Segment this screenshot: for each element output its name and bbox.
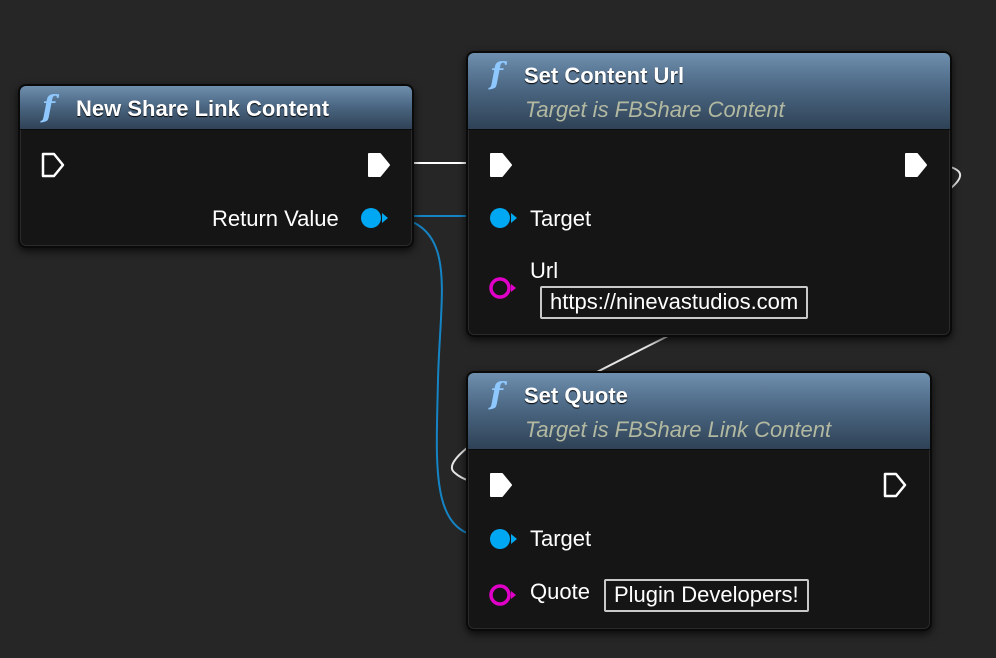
target-pin-icon[interactable] [488, 206, 520, 230]
node-subtitle: Target is FBShare Link Content [525, 417, 832, 442]
target-label: Target [530, 526, 592, 551]
node-title: Set Content Url [524, 63, 685, 88]
object-wire-2[interactable] [384, 215, 489, 538]
exec-in-pin-icon[interactable] [488, 472, 514, 498]
function-icon: f [42, 90, 55, 125]
node-title: Set Quote [524, 383, 628, 408]
url-input[interactable]: https://ninevastudios.com [540, 286, 809, 319]
quote-input[interactable]: Plugin Developers! [604, 579, 809, 612]
node-subtitle: Target is FBShare Content [525, 97, 785, 122]
quote-label: Quote [530, 579, 590, 604]
node-title: New Share Link Content [76, 96, 330, 121]
node-set-content-url[interactable]: f Set Content Url Target is FBShare Cont… [466, 51, 952, 337]
target-label: Target [530, 206, 592, 231]
exec-out-pin-icon[interactable] [366, 152, 392, 178]
exec-wire-2[interactable] [451, 162, 962, 484]
node-header[interactable]: f Set Quote Target is FBShare Link Conte… [468, 373, 930, 450]
return-value-label: Return Value [212, 206, 339, 231]
exec-in-pin-icon[interactable] [488, 152, 514, 178]
quote-pin-icon[interactable] [488, 583, 520, 607]
exec-out-pin-icon[interactable] [903, 152, 929, 178]
target-pin-icon[interactable] [488, 527, 520, 551]
node-set-quote[interactable]: f Set Quote Target is FBShare Link Conte… [466, 371, 932, 631]
exec-in-pin-icon[interactable] [40, 152, 66, 178]
node-header[interactable]: f New Share Link Content [20, 86, 412, 130]
function-icon: f [490, 377, 503, 412]
node-header[interactable]: f Set Content Url Target is FBShare Cont… [468, 53, 950, 130]
url-label: Url [530, 258, 559, 283]
return-value-pin-icon[interactable] [359, 206, 391, 230]
function-icon: f [490, 57, 503, 92]
exec-out-pin-icon[interactable] [882, 472, 908, 498]
url-pin-icon[interactable] [488, 276, 520, 300]
node-new-share-link-content[interactable]: f New Share Link Content Return Value [18, 84, 414, 248]
